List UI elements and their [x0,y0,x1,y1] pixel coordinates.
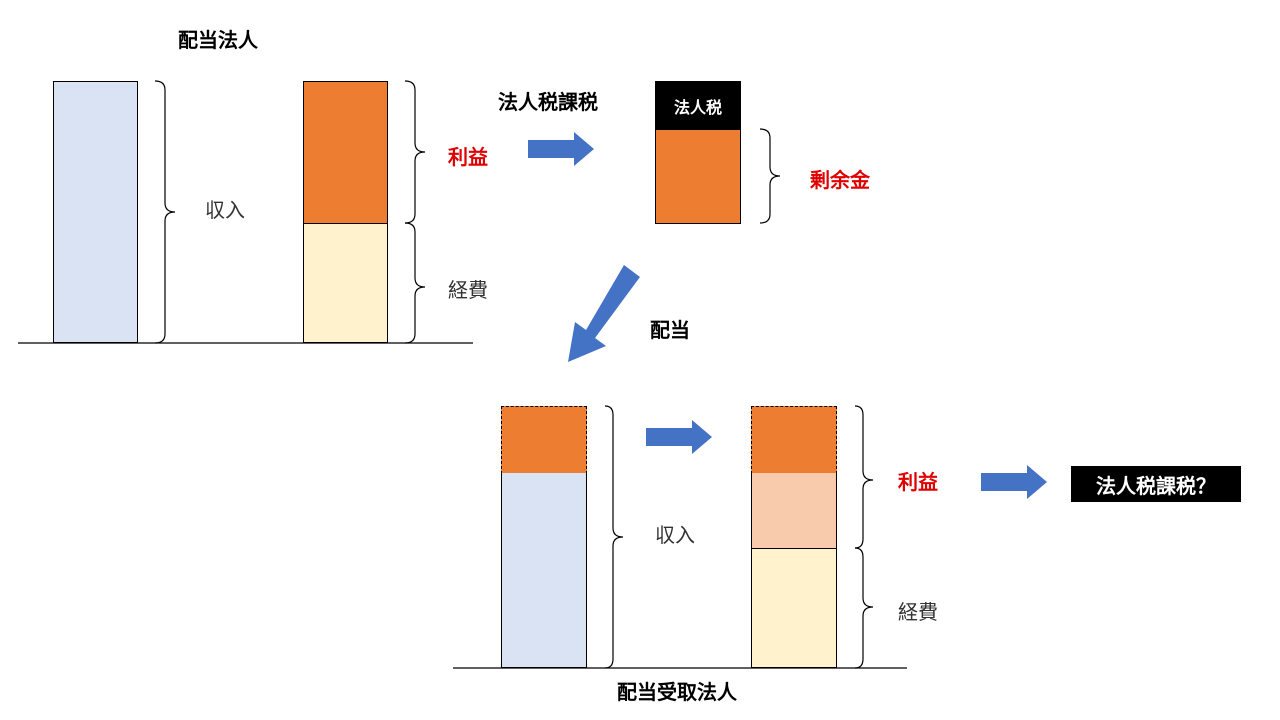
tax-step-label: 法人税課税 [498,90,598,114]
profit-block-2 [751,473,837,549]
brace-surplus [759,128,781,224]
profit-block [303,81,388,224]
expenses-block-2 [751,548,837,668]
income-label: 収入 [205,198,245,222]
dividend-profit-block [751,406,837,474]
expenses-label: 経費 [448,278,488,302]
surplus-block [655,129,741,224]
tax-block: 法人税 [655,81,741,130]
tax-question-box: 法人税課税？ [1071,466,1241,502]
income-bar-2 [501,473,587,668]
brace-expenses-2 [854,547,874,669]
profit-label: 利益 [448,145,488,169]
brace-income [154,80,176,344]
brace-income-2 [604,405,624,669]
expenses-block [303,223,388,343]
income-bar [53,81,138,343]
brace-profit-2 [854,405,874,549]
payer-title: 配当法人 [178,28,258,52]
brace-profit [404,80,426,224]
dividend-income-block [501,406,587,474]
brace-expenses [404,222,426,344]
recipient-title: 配当受取法人 [617,680,737,704]
expenses-label-2: 経費 [898,600,938,624]
arrow-down-left-icon [568,265,640,362]
arrow-right-icon [646,420,712,454]
surplus-label: 剰余金 [810,168,870,192]
arrow-right-icon [528,132,594,166]
profit-label-2: 利益 [898,470,938,494]
income-label-2: 収入 [655,523,695,547]
arrow-right-icon [981,465,1047,499]
dividend-label: 配当 [650,318,690,342]
